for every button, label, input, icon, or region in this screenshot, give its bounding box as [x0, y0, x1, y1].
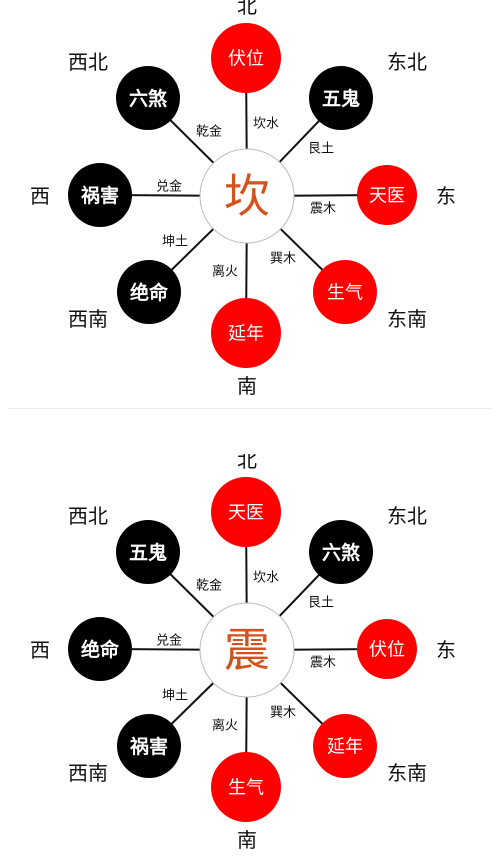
- direction-label-w: 西: [30, 184, 50, 208]
- element-label-n: 坎水: [253, 571, 279, 586]
- element-label-n: 坎水: [253, 117, 279, 132]
- panel-divider: [8, 408, 492, 409]
- star-label: 生气: [228, 778, 264, 799]
- star-circle: [309, 520, 373, 584]
- direction-label-n: 北: [237, 0, 257, 18]
- star-label: 延年: [228, 324, 264, 345]
- star-label: 六煞: [322, 541, 361, 564]
- element-label-ne: 艮土: [308, 142, 334, 157]
- star-label: 六煞: [129, 87, 168, 110]
- star-ne: 五鬼: [309, 66, 373, 130]
- direction-label-s: 南: [237, 374, 257, 398]
- direction-label-nw: 西北: [68, 504, 108, 528]
- star-s: 延年: [211, 298, 281, 368]
- direction-label-nw: 西北: [68, 50, 108, 74]
- star-se: 生气: [313, 260, 377, 324]
- element-label-nw: 乾金: [196, 578, 222, 594]
- star-circle: [313, 260, 377, 324]
- star-label: 祸害: [130, 735, 168, 758]
- star-nw: 六煞: [116, 66, 180, 130]
- star-circle: [117, 714, 181, 778]
- star-circle: [68, 163, 132, 227]
- star-label: 伏位: [228, 49, 264, 70]
- direction-label-w: 西: [30, 638, 50, 662]
- direction-label-e: 东: [436, 638, 456, 662]
- star-circle: [211, 298, 281, 368]
- direction-label-ne: 东北: [387, 504, 427, 528]
- star-e: 天医: [357, 165, 417, 225]
- star-label: 五鬼: [322, 87, 360, 110]
- star-label: 生气: [327, 283, 363, 304]
- star-label: 延年: [327, 737, 363, 758]
- element-label-w: 兑金: [156, 179, 182, 195]
- center-trigram: 坎: [224, 169, 270, 223]
- element-label-ne: 艮土: [308, 596, 334, 611]
- star-circle: [211, 23, 281, 93]
- element-label-nw: 乾金: [196, 124, 222, 140]
- star-e: 伏位: [357, 619, 417, 679]
- star-n: 天医: [211, 477, 281, 547]
- direction-label-ne: 东北: [387, 50, 427, 74]
- star-se: 延年: [313, 714, 377, 778]
- direction-label-n: 北: [237, 454, 257, 472]
- element-label-s: 离火: [212, 264, 238, 280]
- element-label-sw: 坤土: [162, 689, 188, 704]
- element-label-se: 巽木: [270, 252, 296, 267]
- star-nw: 五鬼: [116, 520, 180, 584]
- star-label: 伏位: [369, 640, 405, 661]
- star-circle: [211, 477, 281, 547]
- center-circle: [199, 148, 295, 244]
- center-trigram: 震: [224, 623, 270, 677]
- star-circle: [116, 520, 180, 584]
- element-label-s: 离火: [212, 718, 238, 734]
- direction-label-sw: 西南: [68, 307, 108, 331]
- star-circle: [313, 714, 377, 778]
- direction-label-sw: 西南: [68, 761, 108, 785]
- star-label: 绝命: [81, 638, 120, 661]
- star-w: 祸害: [68, 163, 132, 227]
- element-label-sw: 坤土: [162, 235, 188, 250]
- star-circle: [357, 619, 417, 679]
- direction-label-s: 南: [237, 828, 257, 852]
- star-w: 绝命: [68, 617, 132, 681]
- star-label: 祸害: [81, 184, 119, 207]
- element-label-se: 巽木: [270, 706, 296, 721]
- kan-trigram-diagram: 坎 伏位五鬼天医生气延年 绝命 祸害 六煞坎水艮土震木巽木离火 坤土 兑金 乾金 北东北东东南南…: [0, 0, 500, 400]
- star-label: 天医: [228, 503, 264, 524]
- star-n: 伏位: [211, 23, 281, 93]
- direction-label-se: 东南: [387, 761, 427, 785]
- center-circle: [199, 602, 295, 698]
- zhen-trigram-diagram: 震 天医六煞伏位延年生气 祸害 绝命 五鬼坎水艮土震木巽木离火 坤土 兑金 乾金 北东北东东南南…: [0, 448, 500, 854]
- star-label: 天医: [369, 186, 405, 207]
- star-circle: [309, 66, 373, 130]
- element-label-w: 兑金: [156, 633, 182, 649]
- star-circle: [116, 66, 180, 130]
- star-circle: [211, 752, 281, 822]
- star-label: 五鬼: [129, 541, 167, 564]
- star-circle: [357, 165, 417, 225]
- star-circle: [68, 617, 132, 681]
- star-sw: 绝命: [117, 260, 181, 324]
- direction-label-e: 东: [436, 184, 456, 208]
- star-label: 绝命: [130, 281, 169, 304]
- element-label-e: 震木: [310, 202, 336, 217]
- direction-label-se: 东南: [387, 307, 427, 331]
- element-label-e: 震木: [310, 656, 336, 671]
- star-sw: 祸害: [117, 714, 181, 778]
- star-ne: 六煞: [309, 520, 373, 584]
- star-s: 生气: [211, 752, 281, 822]
- star-circle: [117, 260, 181, 324]
